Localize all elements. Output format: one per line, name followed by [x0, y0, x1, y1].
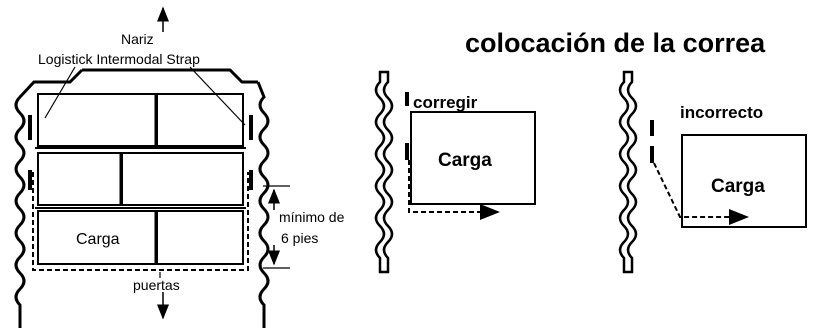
- trailer-top-wall: [82, 68, 258, 84]
- correct-placement: [374, 70, 536, 274]
- cargo-label: Carga: [76, 231, 120, 248]
- strap-label: Logistick Intermodal Strap: [38, 51, 200, 67]
- cargo-box: [121, 152, 244, 206]
- correct-cargo-label: Carga: [438, 150, 492, 171]
- wall-profile: [618, 70, 638, 274]
- wall-profile: [374, 70, 394, 274]
- cargo-box: [410, 111, 536, 205]
- nose-label: Nariz: [121, 31, 154, 47]
- diagram-title: colocación de la correa: [465, 28, 766, 58]
- correct-heading: corregir: [413, 93, 478, 112]
- minimum-label-line2: 6 pies: [281, 230, 318, 246]
- cargo-box: [156, 210, 244, 265]
- strap-line: [408, 160, 500, 220]
- cargo-box: [681, 134, 807, 228]
- trailer-right-wall: [256, 81, 270, 328]
- doors-label: puertas: [133, 277, 180, 293]
- incorrect-cargo-label: Carga: [711, 176, 765, 197]
- cargo-box: [37, 93, 157, 147]
- trailer-left-wall: [14, 68, 84, 328]
- incorrect-placement: [618, 70, 807, 274]
- minimum-label-line1: mínimo de: [279, 209, 345, 225]
- trailer-top-view: [14, 6, 290, 328]
- strap-line: [653, 162, 749, 225]
- cargo-box: [156, 93, 244, 147]
- strap-line: [32, 172, 249, 271]
- cargo-box: [37, 152, 122, 206]
- incorrect-heading: incorrecto: [680, 103, 763, 122]
